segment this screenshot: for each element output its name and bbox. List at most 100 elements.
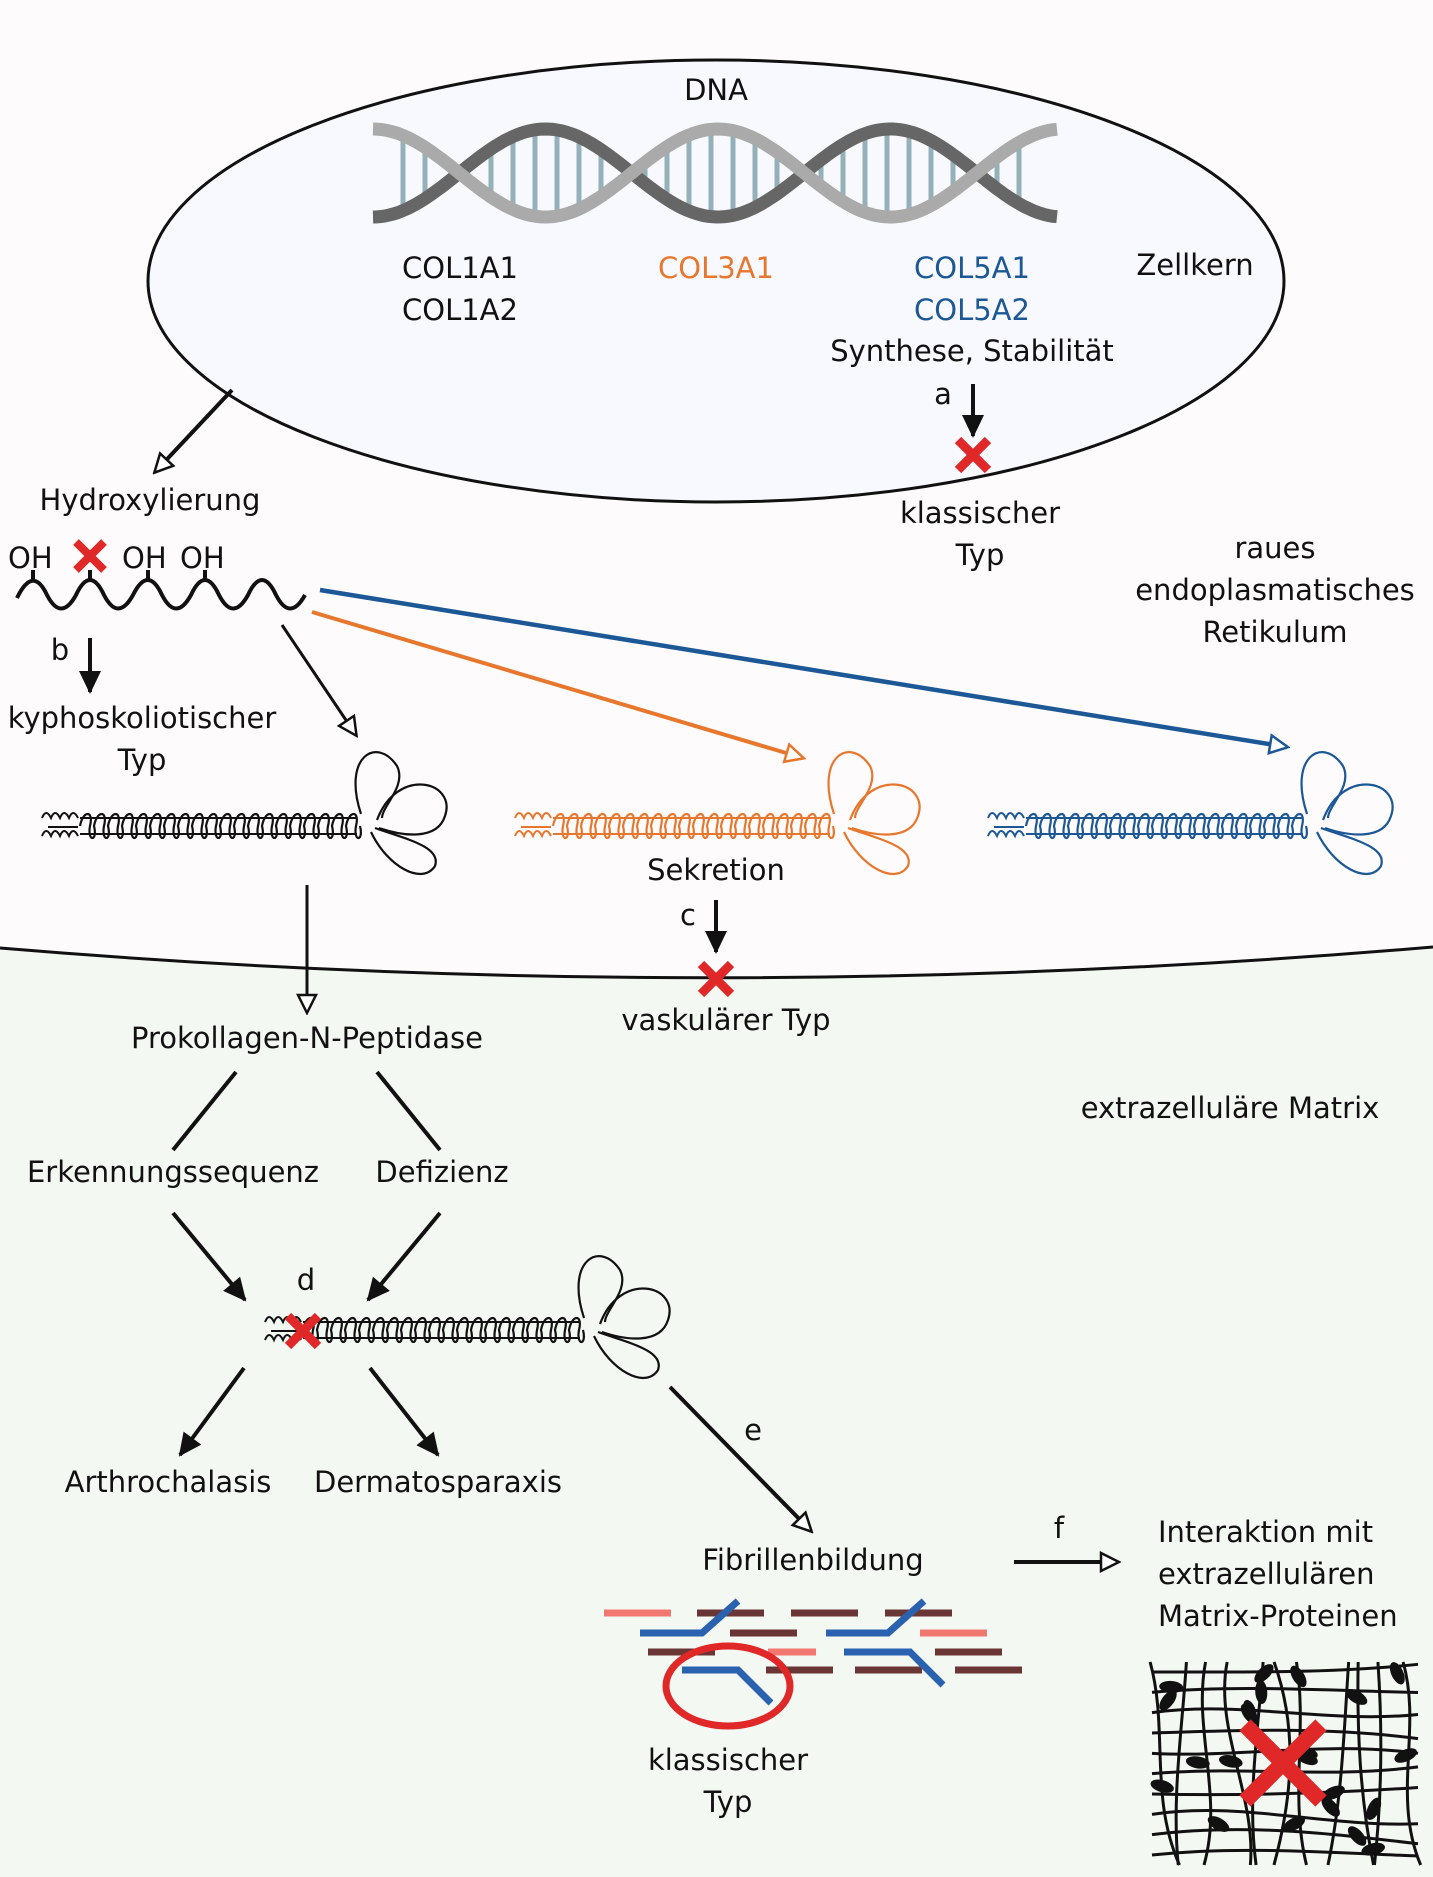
procollagen-type3-icon <box>514 751 921 876</box>
dna-label: DNA <box>684 73 748 107</box>
red-x-icon <box>73 539 107 573</box>
matrix-fiber <box>1401 1661 1423 1866</box>
matrix-protein <box>1255 1680 1268 1705</box>
c-propeptide-loop <box>375 783 448 836</box>
n-terminal-tail <box>514 812 552 821</box>
type-e-line2: Typ <box>703 1785 753 1819</box>
fibril-blue <box>682 1666 774 1706</box>
step-d-label: d <box>297 1263 315 1297</box>
c-propeptide-loop <box>1316 826 1383 876</box>
type-b-line1: kyphoskoliotischer <box>8 701 277 735</box>
fibril-assembly-icon <box>604 1598 1022 1706</box>
matrix-protein <box>1207 1816 1230 1832</box>
dna-helix-icon <box>372 122 1058 224</box>
matrix-fiber <box>1151 1786 1419 1797</box>
hydroxylation-label: Hydroxylierung <box>40 483 261 517</box>
interaction-line2: extrazellulären <box>1158 1557 1374 1591</box>
matrix-fiber <box>1174 1661 1188 1866</box>
gene-col3a1: COL3A1 <box>658 251 774 285</box>
matrix-fiber <box>1148 1661 1181 1866</box>
step-f-label: f <box>1054 1511 1065 1545</box>
matrix-protein <box>1240 1703 1259 1725</box>
type-c-label: vaskulärer Typ <box>621 1003 830 1037</box>
chain-wave <box>15 578 307 611</box>
matrix-protein <box>1254 1664 1274 1683</box>
matrix-protein <box>1394 1748 1418 1763</box>
arrow-to-hydroxylation <box>155 388 234 472</box>
n-terminal-tail <box>987 812 1025 821</box>
step-c-label: c <box>680 898 696 932</box>
gene-col5a2: COL5A2 <box>914 293 1030 327</box>
matrix-protein <box>1347 1826 1367 1846</box>
arrow-to-collagen-3 <box>311 610 803 758</box>
polypeptide-chain-icon <box>15 570 307 611</box>
er-label-line1: raues <box>1234 531 1315 565</box>
red-x-stroke <box>954 436 992 474</box>
c-propeptide-loop <box>370 826 437 876</box>
fibril-label: Fibrillenbildung <box>702 1543 923 1577</box>
red-x-icon <box>954 436 992 474</box>
c-propeptide-loop <box>354 751 401 819</box>
matrix-protein <box>1185 1756 1210 1769</box>
matrix-fiber <box>1151 1848 1419 1858</box>
procollagen-type1-icon <box>41 751 448 876</box>
fibril-blue <box>826 1598 927 1637</box>
matrix-fiber <box>1151 1828 1419 1846</box>
matrix-protein <box>1218 1754 1243 1768</box>
gene-col5a1: COL5A1 <box>914 251 1030 285</box>
procollagen-mature-icon <box>264 1255 671 1380</box>
matrix-fiber <box>1294 1661 1308 1866</box>
c-propeptide-loop <box>1321 783 1394 836</box>
step-e-arrow <box>668 1385 811 1531</box>
red-x-icon <box>1239 1719 1327 1807</box>
matrix-protein <box>1361 1842 1386 1856</box>
type-b-line2: Typ <box>117 743 167 777</box>
n-terminal-tail <box>41 830 79 839</box>
c-propeptide-loop <box>577 1255 624 1323</box>
oh-label-1: OH <box>8 541 53 575</box>
red-x-stroke <box>697 960 735 998</box>
er-label-line3: Retikulum <box>1202 615 1347 649</box>
red-x-stroke <box>1239 1719 1327 1807</box>
matrix-protein <box>1150 1779 1174 1793</box>
matrix-protein <box>1159 1680 1184 1694</box>
matrix-fiber <box>1151 1747 1419 1756</box>
synthesis-label: Synthese, Stabilität <box>830 334 1114 368</box>
oh-label-3: OH <box>180 541 225 575</box>
arthrochalasis-label: Arthrochalasis <box>65 1465 272 1499</box>
triple-helix <box>301 1316 585 1344</box>
recognition-label: Erkennungssequenz <box>27 1155 319 1189</box>
defect-highlight-circle <box>662 1642 794 1730</box>
ecm-label: extrazelluläre Matrix <box>1081 1091 1380 1125</box>
c-propeptide-loop <box>598 1287 671 1340</box>
interaction-line3: Matrix-Proteinen <box>1158 1599 1398 1633</box>
c-propeptide-loop <box>843 826 910 876</box>
procollagen-type5-icon <box>987 751 1394 876</box>
arrow-to-collagen-5 <box>319 587 1287 747</box>
type-a-line1: klassischer <box>900 496 1060 530</box>
matrix-protein <box>1366 1797 1382 1820</box>
type-a-line2: Typ <box>955 538 1005 572</box>
step-b-label: b <box>51 633 69 667</box>
matrix-fiber <box>1372 1661 1383 1866</box>
dna-strand-light <box>372 122 1058 224</box>
matrix-fiber <box>1151 1707 1419 1719</box>
nucleus <box>146 58 1286 504</box>
matrix-fiber <box>1151 1728 1419 1741</box>
branch-line-right <box>375 1070 442 1152</box>
matrix-protein <box>1321 1797 1340 1817</box>
fibril-blue <box>640 1598 741 1637</box>
secretion-label: Sekretion <box>647 853 785 887</box>
arrow-recognition-to-d <box>171 1211 247 1302</box>
n-terminal-tail <box>41 812 79 821</box>
ecm-background <box>0 947 1433 1877</box>
matrix-protein <box>1322 1785 1345 1801</box>
dna-strand-dark <box>372 122 1058 224</box>
red-x-stroke <box>284 1312 322 1350</box>
er-label-line2: endoplasmatisches <box>1135 573 1415 607</box>
n-terminal-tail <box>514 830 552 839</box>
n-terminal-tail <box>987 830 1025 839</box>
triple-helix <box>1024 812 1308 840</box>
